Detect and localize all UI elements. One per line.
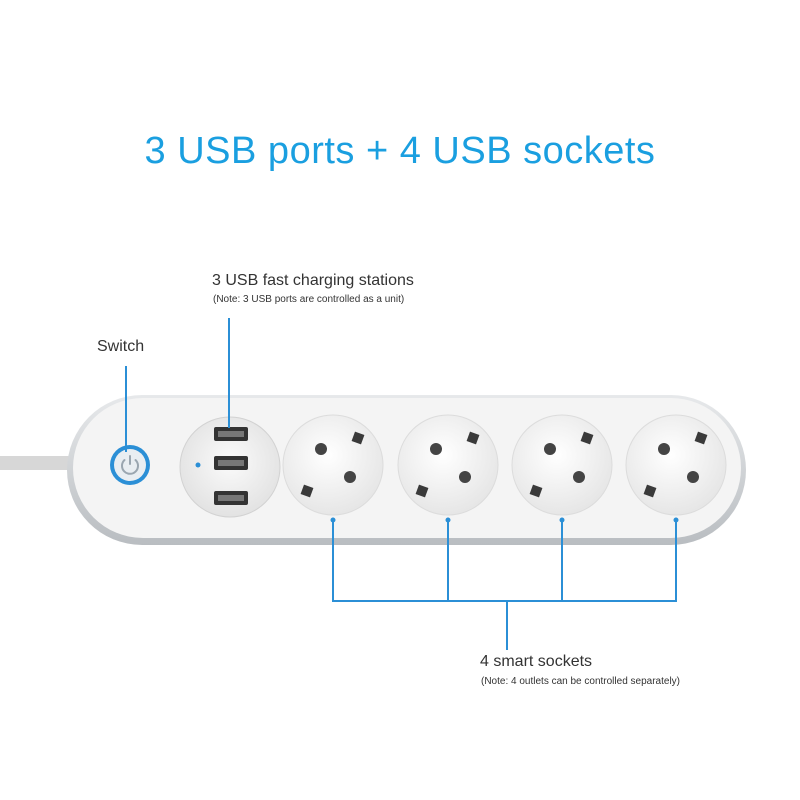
usb-port[interactable] xyxy=(214,427,248,441)
socket-4[interactable] xyxy=(625,414,727,523)
usb-port[interactable] xyxy=(214,456,248,470)
usb-stations-note: (Note: 3 USB ports are controlled as a u… xyxy=(213,294,405,305)
power-icon xyxy=(121,455,139,475)
socket-1[interactable] xyxy=(282,414,384,523)
socket-2[interactable] xyxy=(397,414,499,523)
smart-sockets-label: 4 smart sockets xyxy=(480,653,593,670)
power-switch[interactable] xyxy=(110,445,150,485)
usb-port[interactable] xyxy=(214,491,248,505)
usb-stations-label: 3 USB fast charging stations xyxy=(212,272,414,289)
smart-sockets-note: (Note: 4 outlets can be controlled separ… xyxy=(481,676,680,687)
switch-label: Switch xyxy=(97,338,145,355)
usb-module xyxy=(179,416,281,518)
usb-indicator-light xyxy=(195,462,201,468)
callout-lines xyxy=(125,318,677,650)
headline-title: 3 USB ports + 4 USB sockets xyxy=(144,130,656,172)
socket-3[interactable] xyxy=(511,414,613,523)
